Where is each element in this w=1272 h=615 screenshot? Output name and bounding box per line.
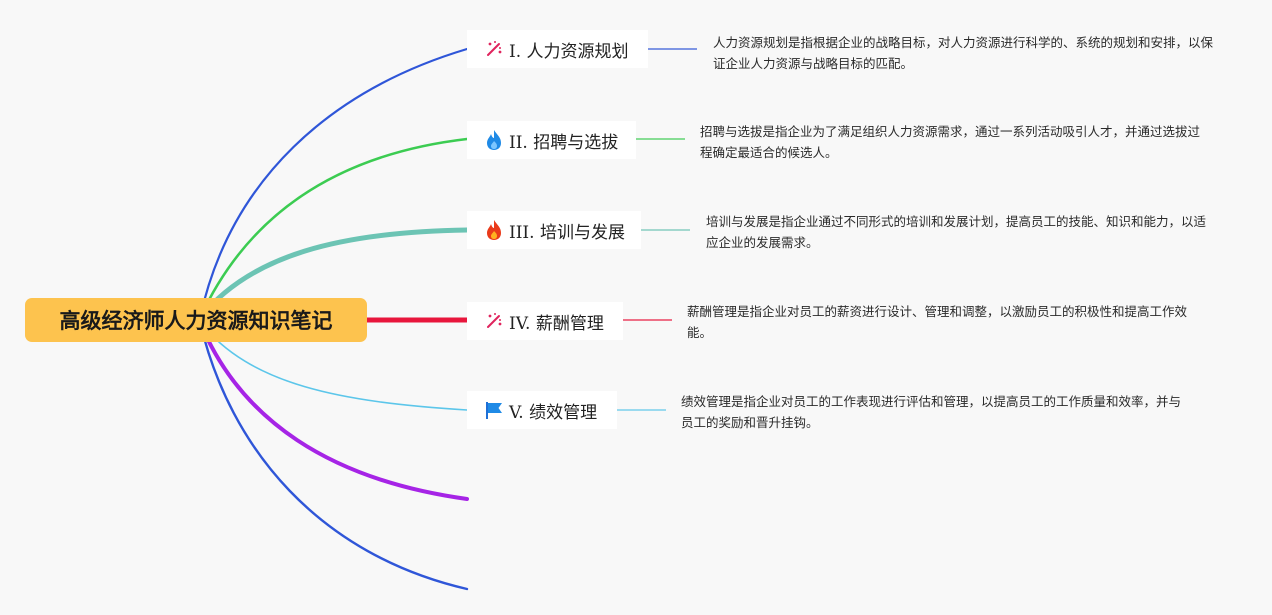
branch-connector (198, 47, 469, 320)
topic-label: V. 绩效管理 (509, 402, 598, 423)
topic-description: 招聘与选拔是指企业为了满足组织人力资源需求，通过一系列活动吸引人才，并通过选拔过… (700, 124, 1201, 160)
topic-label: IV. 薪酬管理 (509, 313, 604, 334)
root-title: 高级经济师人力资源知识笔记 (59, 309, 333, 333)
root-topic[interactable]: 高级经济师人力资源知识笔记 (25, 298, 367, 342)
topic-description: 人力资源规划是指根据企业的战略目标，对人力资源进行科学的、系统的规划和安排，以保… (713, 35, 1214, 71)
topic-description: 培训与发展是指企业通过不同形式的培训和发展计划，提高员工的技能、知识和能力，以适… (706, 214, 1207, 250)
topic-description: 绩效管理是指企业对员工的工作表现进行评估和管理，以提高员工的工作质量和效率，并与… (681, 394, 1182, 430)
topic-performance[interactable]: V. 绩效管理 (467, 391, 617, 429)
topic-label: III. 培训与发展 (509, 222, 625, 243)
flag-icon (483, 399, 505, 421)
empty-branch-connector (198, 320, 469, 501)
topic-label: I. 人力资源规划 (509, 41, 629, 62)
topic-label: II. 招聘与选拔 (509, 132, 619, 153)
branch-connector (199, 321, 468, 411)
topic-recruitment[interactable]: II. 招聘与选拔 (467, 121, 636, 159)
sparkle-wand-icon (483, 38, 505, 60)
topic-description: 薪酬管理是指企业对员工的薪资进行设计、管理和调整，以激励员工的积极性和提高工作效… (687, 304, 1188, 340)
topic-hr-planning[interactable]: I. 人力资源规划 (467, 30, 648, 68)
topic-training[interactable]: III. 培训与发展 (467, 211, 641, 249)
empty-branch-connector (198, 320, 469, 591)
red-flame-icon (483, 219, 505, 241)
blue-flame-icon (483, 129, 505, 151)
branch-connector (198, 137, 469, 320)
sparkle-wand-icon (483, 310, 505, 332)
topic-compensation[interactable]: IV. 薪酬管理 (467, 302, 623, 340)
branch-connector (197, 227, 470, 321)
